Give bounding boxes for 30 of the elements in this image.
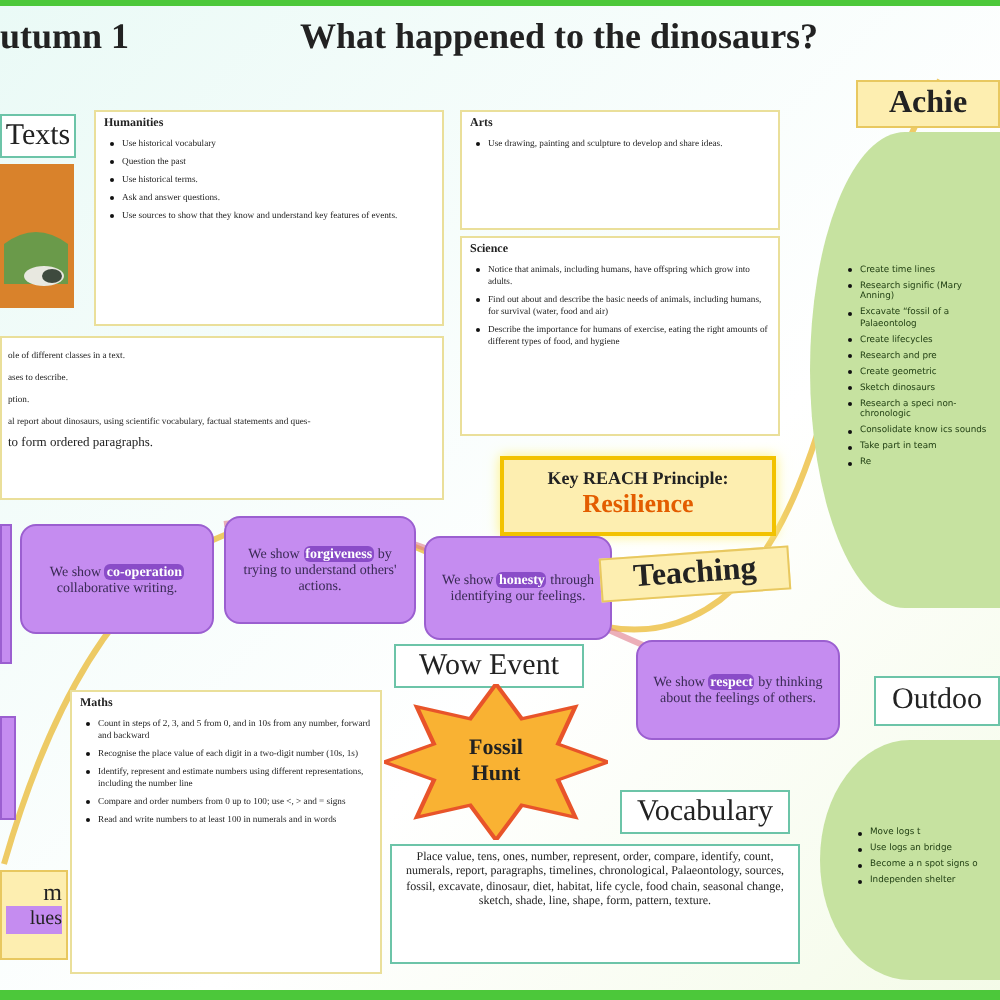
subject-card	[0, 336, 444, 500]
value-card	[20, 524, 214, 634]
section-heading: Teaching	[598, 545, 792, 603]
value-card	[0, 716, 16, 820]
subject-card	[94, 110, 444, 326]
heading-text: lues	[6, 906, 62, 934]
principle-banner	[500, 456, 776, 536]
section-heading: Achie	[856, 80, 1000, 128]
list-panel	[810, 132, 1000, 608]
book-cover-picture	[0, 164, 74, 308]
value-card	[636, 640, 840, 740]
value-card	[0, 524, 12, 664]
principle-name: Resilience	[580, 488, 696, 520]
section-heading: Outdoo	[874, 676, 1000, 726]
section-heading: Wow Event	[394, 644, 584, 688]
subject-card	[460, 236, 780, 436]
section-heading: Texts	[0, 114, 76, 158]
event-name: Fossil Hunt	[467, 736, 525, 788]
term-heading: utumn 1	[0, 16, 130, 58]
page-title: What happened to the dinosaurs?	[300, 16, 819, 58]
star-burst	[384, 684, 608, 840]
heading-text: m	[41, 878, 62, 906]
banner-heading: Key REACH Principle:	[545, 468, 731, 488]
list-panel	[820, 740, 1000, 980]
subject-card	[460, 110, 780, 230]
subject-card	[70, 690, 382, 974]
heading-card	[0, 870, 68, 960]
value-card	[424, 536, 612, 640]
section-heading: Vocabulary	[620, 790, 790, 834]
value-card	[224, 516, 416, 624]
